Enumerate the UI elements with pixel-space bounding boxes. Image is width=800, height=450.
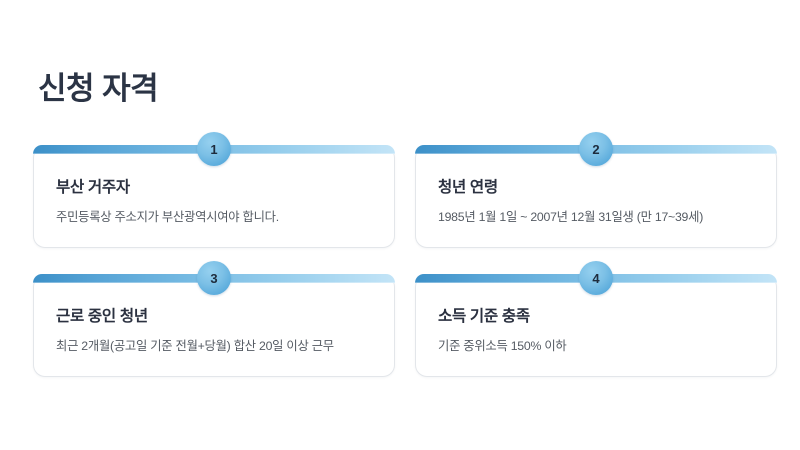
card-description: 최근 2개월(공고일 기준 전월+당월) 합산 20일 이상 근무 bbox=[56, 338, 334, 353]
eligibility-card-3[interactable]: 3 근로 중인 청년 최근 2개월(공고일 기준 전월+당월) 합산 20일 이… bbox=[33, 261, 395, 377]
card-title: 부산 거주자 bbox=[56, 179, 130, 196]
card-step-badge: 1 bbox=[197, 132, 231, 166]
page-title: 신청 자격 bbox=[38, 71, 159, 106]
card-description: 기준 중위소득 150% 이하 bbox=[438, 338, 567, 353]
card-title: 청년 연령 bbox=[438, 179, 498, 196]
eligibility-card-grid: 1 부산 거주자 주민등록상 주소지가 부산광역시여야 합니다. 2 청년 연령… bbox=[33, 132, 777, 377]
card-description: 주민등록상 주소지가 부산광역시여야 합니다. bbox=[56, 209, 279, 224]
card-body: 근로 중인 청년 최근 2개월(공고일 기준 전월+당월) 합산 20일 이상 … bbox=[34, 284, 394, 376]
card-title: 근로 중인 청년 bbox=[56, 308, 148, 325]
card-body: 청년 연령 1985년 1월 1일 ~ 2007년 12월 31일생 (만 17… bbox=[416, 155, 776, 247]
card-description: 1985년 1월 1일 ~ 2007년 12월 31일생 (만 17~39세) bbox=[438, 209, 704, 224]
eligibility-card-4[interactable]: 4 소득 기준 충족 기준 중위소득 150% 이하 bbox=[415, 261, 777, 377]
card-step-badge: 3 bbox=[197, 261, 231, 295]
card-body: 소득 기준 충족 기준 중위소득 150% 이하 bbox=[416, 284, 776, 376]
card-step-badge: 2 bbox=[579, 132, 613, 166]
eligibility-card-1[interactable]: 1 부산 거주자 주민등록상 주소지가 부산광역시여야 합니다. bbox=[33, 132, 395, 248]
card-title: 소득 기준 충족 bbox=[438, 308, 530, 325]
card-body: 부산 거주자 주민등록상 주소지가 부산광역시여야 합니다. bbox=[34, 155, 394, 247]
card-step-badge: 4 bbox=[579, 261, 613, 295]
eligibility-card-2[interactable]: 2 청년 연령 1985년 1월 1일 ~ 2007년 12월 31일생 (만 … bbox=[415, 132, 777, 248]
